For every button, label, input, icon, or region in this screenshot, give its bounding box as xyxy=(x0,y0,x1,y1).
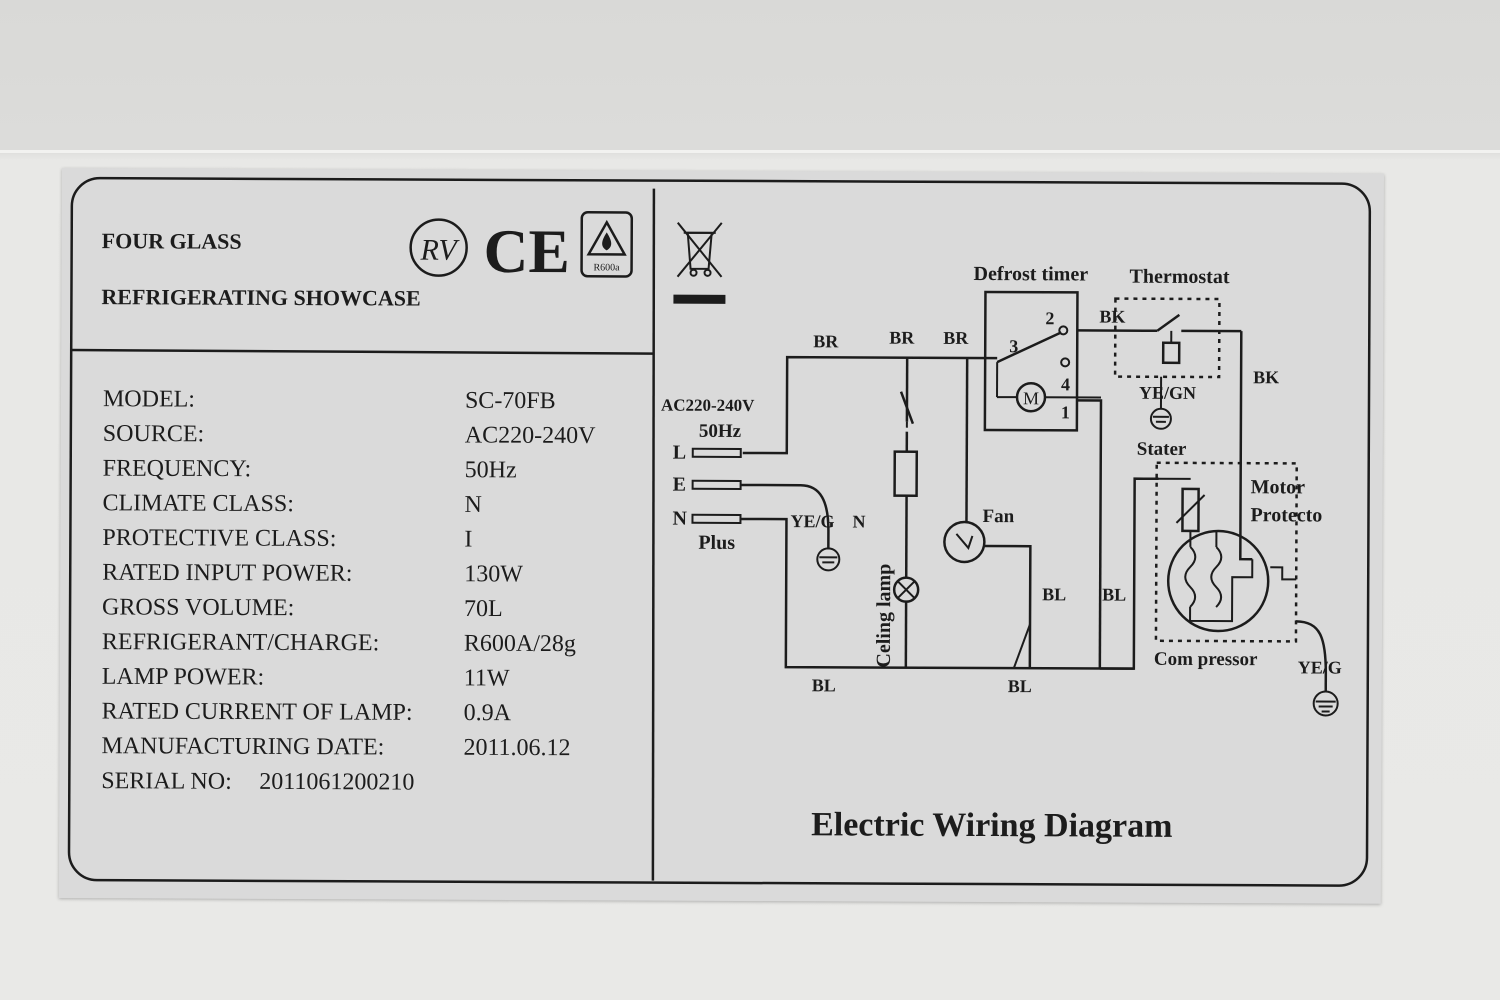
ceiling-lamp-icon xyxy=(892,576,920,603)
br-label-3: BR xyxy=(943,328,969,348)
spec-value: SC-70FB xyxy=(465,388,556,414)
thermostat-label: Thermostat xyxy=(1129,266,1229,288)
br-label-2: BR xyxy=(889,328,915,348)
br-label-1: BR xyxy=(813,331,839,351)
serial-value: 2011061200210 xyxy=(259,769,414,796)
lamp-starter-icon xyxy=(893,450,919,497)
terminal-n-label: N xyxy=(672,508,687,530)
spec-label: RATED CURRENT OF LAMP: xyxy=(102,698,413,725)
svg-text:2: 2 xyxy=(1045,308,1054,328)
compressor-label: Com pressor xyxy=(1154,649,1258,670)
supply-voltage-label: AC220-240V xyxy=(661,396,755,415)
yeg-compressor-label: YE/G xyxy=(1298,657,1342,677)
compressor-motor-icon xyxy=(1166,529,1270,633)
spec-label: MODEL: xyxy=(103,386,195,412)
header-divider xyxy=(71,348,654,355)
bl-label-2: BL xyxy=(1008,676,1032,696)
plug-label: Plus xyxy=(698,532,735,554)
fan-icon xyxy=(943,520,986,564)
spec-label: CLIMATE CLASS: xyxy=(102,490,293,517)
supply-ground-icon xyxy=(816,547,841,572)
spec-label: SOURCE: xyxy=(103,421,204,447)
compressor-ground-icon xyxy=(1312,690,1339,717)
spec-value: N xyxy=(464,492,481,518)
bl-label-1: BL xyxy=(812,675,836,695)
rating-label-plate: FOUR GLASS REFRIGERATING SHOWCASE RV CE … xyxy=(58,168,1384,904)
ce-mark-icon: CE xyxy=(483,218,569,286)
protector-label: Protecto xyxy=(1250,504,1322,526)
label-border xyxy=(67,176,1372,887)
ceiling-lamp-label: Celing lamp xyxy=(873,564,895,668)
n-mark-label: N xyxy=(852,511,865,531)
defrost-timer-box xyxy=(983,290,1079,432)
spec-label: RATED INPUT POWER: xyxy=(102,560,352,587)
cabinet-seam xyxy=(0,150,1500,153)
svg-text:RV: RV xyxy=(420,234,461,267)
spec-value: 70L xyxy=(464,596,503,622)
spec-value: 50Hz xyxy=(465,457,517,483)
spec-value: 2011.06.12 xyxy=(463,735,570,761)
spec-value: AC220-240V xyxy=(465,422,596,449)
diagram-title: Electric Wiring Diagram xyxy=(811,806,1173,845)
wiring-diagram: Defrost timer Thermostat 2 3 4 1 M BK BK… xyxy=(661,263,1342,845)
weee-bin-icon xyxy=(673,222,726,304)
bl-label-3: BL xyxy=(1042,584,1066,604)
spec-value: 11W xyxy=(464,665,510,691)
spec-value: R600A/28g xyxy=(464,631,576,657)
svg-text:1: 1 xyxy=(1061,402,1070,422)
spec-label: PROTECTIVE CLASS: xyxy=(102,525,336,552)
thermostat-ground-icon xyxy=(1149,376,1172,430)
panel-divider xyxy=(651,188,656,881)
fan-label: Fan xyxy=(982,506,1014,527)
spec-label: GROSS VOLUME: xyxy=(102,594,294,621)
flammable-refrigerant-icon: R600a xyxy=(580,211,634,278)
yegn-label: YE/GN xyxy=(1139,383,1196,403)
spec-label: MANUFACTURING DATE: xyxy=(101,733,384,760)
yeg-plug-label: YE/G xyxy=(790,511,834,531)
spec-label: REFRIGERANT/CHARGE: xyxy=(102,629,379,656)
spec-table: MODEL: SC-70FB SOURCE: AC220-240V FREQUENCY:… xyxy=(101,386,596,761)
supply-frequency-label: 50Hz xyxy=(699,421,742,442)
thermostat-box xyxy=(1113,297,1221,379)
product-title-line2: REFRIGERATING SHOWCASE xyxy=(101,284,420,310)
spec-value: I xyxy=(464,527,472,553)
terminal-e-label: E xyxy=(673,474,686,496)
spec-value: 130W xyxy=(464,561,523,587)
svg-text:3: 3 xyxy=(1009,336,1018,356)
spec-label: LAMP POWER: xyxy=(102,664,265,691)
spec-label: FREQUENCY: xyxy=(103,456,252,483)
bl-label-4: BL xyxy=(1102,585,1126,605)
bk-label-2: BK xyxy=(1253,367,1279,387)
plug-terminals-icon xyxy=(691,447,742,524)
defrost-timer-label: Defrost timer xyxy=(973,263,1088,286)
terminal-l-label: L xyxy=(673,442,686,464)
svg-text:4: 4 xyxy=(1061,374,1070,394)
motor-label: Motor xyxy=(1251,476,1306,498)
serial-label: SERIAL NO: xyxy=(101,768,232,795)
rv-certification-icon: RV xyxy=(409,218,468,277)
bk-label-1: BK xyxy=(1099,307,1125,327)
starter-label: Stater xyxy=(1137,439,1187,460)
svg-text:R600a: R600a xyxy=(593,262,620,273)
spec-value: 0.9A xyxy=(464,700,512,726)
svg-text:M: M xyxy=(1023,388,1039,408)
product-title-line1: FOUR GLASS xyxy=(102,228,242,254)
